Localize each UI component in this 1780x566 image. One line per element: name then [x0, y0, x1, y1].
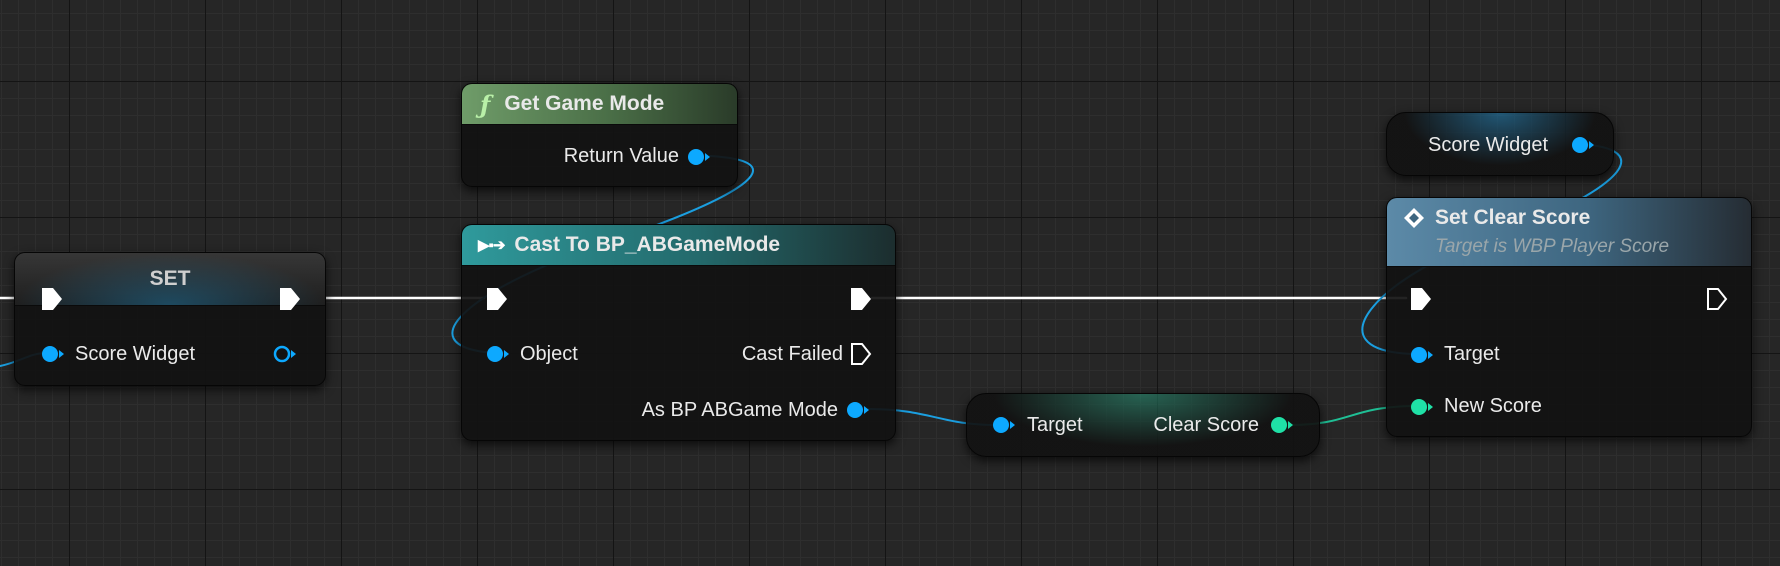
set-node-header: SET	[15, 253, 325, 306]
cast-failed-pin[interactable]	[849, 341, 873, 367]
set-clear-score-exec-in-pin[interactable]	[1409, 286, 1433, 312]
set-clear-score-header: Set Clear Score Target is WBP Player Sco…	[1387, 198, 1751, 267]
set-clear-score-title: Set Clear Score	[1435, 206, 1591, 229]
score-widget-getter-node[interactable]: Score Widget	[1386, 112, 1614, 176]
get-game-mode-title: Get Game Mode	[504, 92, 665, 115]
set-score-widget-label: Score Widget	[75, 343, 196, 365]
set-clear-score-exec-out-pin[interactable]	[1705, 286, 1729, 312]
cast-object-label: Object	[520, 343, 578, 365]
clear-score-target-label: Target	[1027, 414, 1083, 436]
set-exec-in-pin[interactable]	[40, 286, 64, 312]
cast-node[interactable]: ▶▪➔ Cast To BP_ABGameMode Object Cast Fa…	[461, 224, 896, 441]
function-icon: ƒ	[480, 89, 491, 119]
set-clear-score-target-label: Target	[1444, 343, 1500, 365]
clear-score-out-pin[interactable]	[1269, 415, 1295, 435]
set-exec-out-pin[interactable]	[278, 286, 302, 312]
clear-score-target-pin[interactable]	[991, 415, 1017, 435]
clear-score-getter-node[interactable]: Target Clear Score	[966, 393, 1320, 457]
set-score-widget-in-pin[interactable]	[40, 344, 66, 364]
get-game-mode-node[interactable]: ƒ Get Game Mode Return Value	[461, 83, 738, 187]
set-clear-score-subtitle: Target is WBP Player Score	[1435, 236, 1670, 257]
return-value-pin[interactable]	[686, 147, 712, 167]
set-score-widget-out-pin[interactable]	[272, 344, 298, 364]
set-clear-score-target-pin[interactable]	[1409, 345, 1435, 365]
cast-title: Cast To BP_ABGameMode	[514, 233, 781, 256]
cast-exec-out-pin[interactable]	[849, 286, 873, 312]
cast-icon: ▶▪➔	[478, 237, 505, 254]
new-score-label: New Score	[1444, 395, 1542, 417]
set-clear-score-node[interactable]: Set Clear Score Target is WBP Player Sco…	[1386, 197, 1752, 437]
as-game-mode-pin[interactable]	[845, 400, 871, 420]
as-game-mode-label: As BP ABGame Mode	[641, 399, 838, 421]
set-node[interactable]: SET Score Widget	[14, 252, 326, 386]
score-widget-getter-label: Score Widget	[1428, 134, 1549, 156]
score-widget-getter-pin[interactable]	[1570, 135, 1596, 155]
get-game-mode-header: ƒ Get Game Mode	[462, 84, 737, 125]
new-score-pin[interactable]	[1409, 397, 1435, 417]
set-node-title: SET	[149, 267, 191, 290]
function-diamond-icon	[1403, 207, 1425, 229]
cast-header: ▶▪➔ Cast To BP_ABGameMode	[462, 225, 895, 266]
cast-failed-label: Cast Failed	[741, 343, 843, 365]
cast-object-pin[interactable]	[485, 344, 511, 364]
return-value-label: Return Value	[563, 145, 679, 167]
clear-score-label: Clear Score	[1153, 414, 1259, 436]
cast-exec-in-pin[interactable]	[485, 286, 509, 312]
